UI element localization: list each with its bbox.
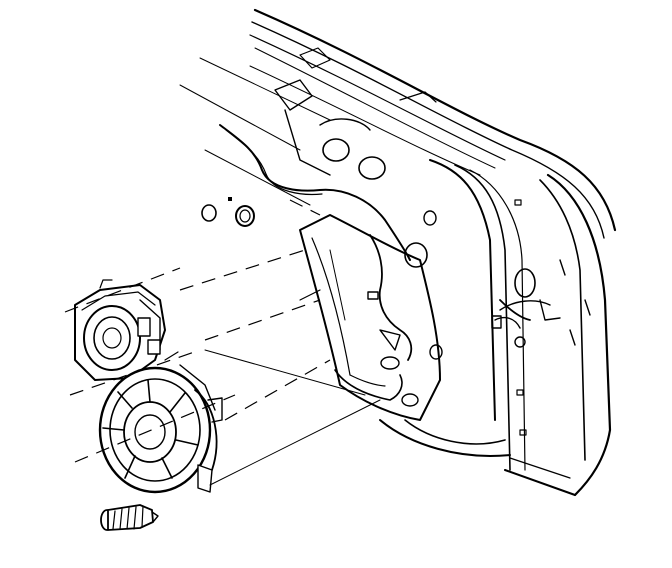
wiring-harness: [219, 124, 531, 361]
mounting-screw: [100, 504, 159, 531]
speaker-bracket: [74, 279, 166, 381]
door-inner-panel: [179, 8, 617, 497]
alignment-lines: [64, 197, 381, 486]
speaker-assembly: [98, 339, 223, 494]
